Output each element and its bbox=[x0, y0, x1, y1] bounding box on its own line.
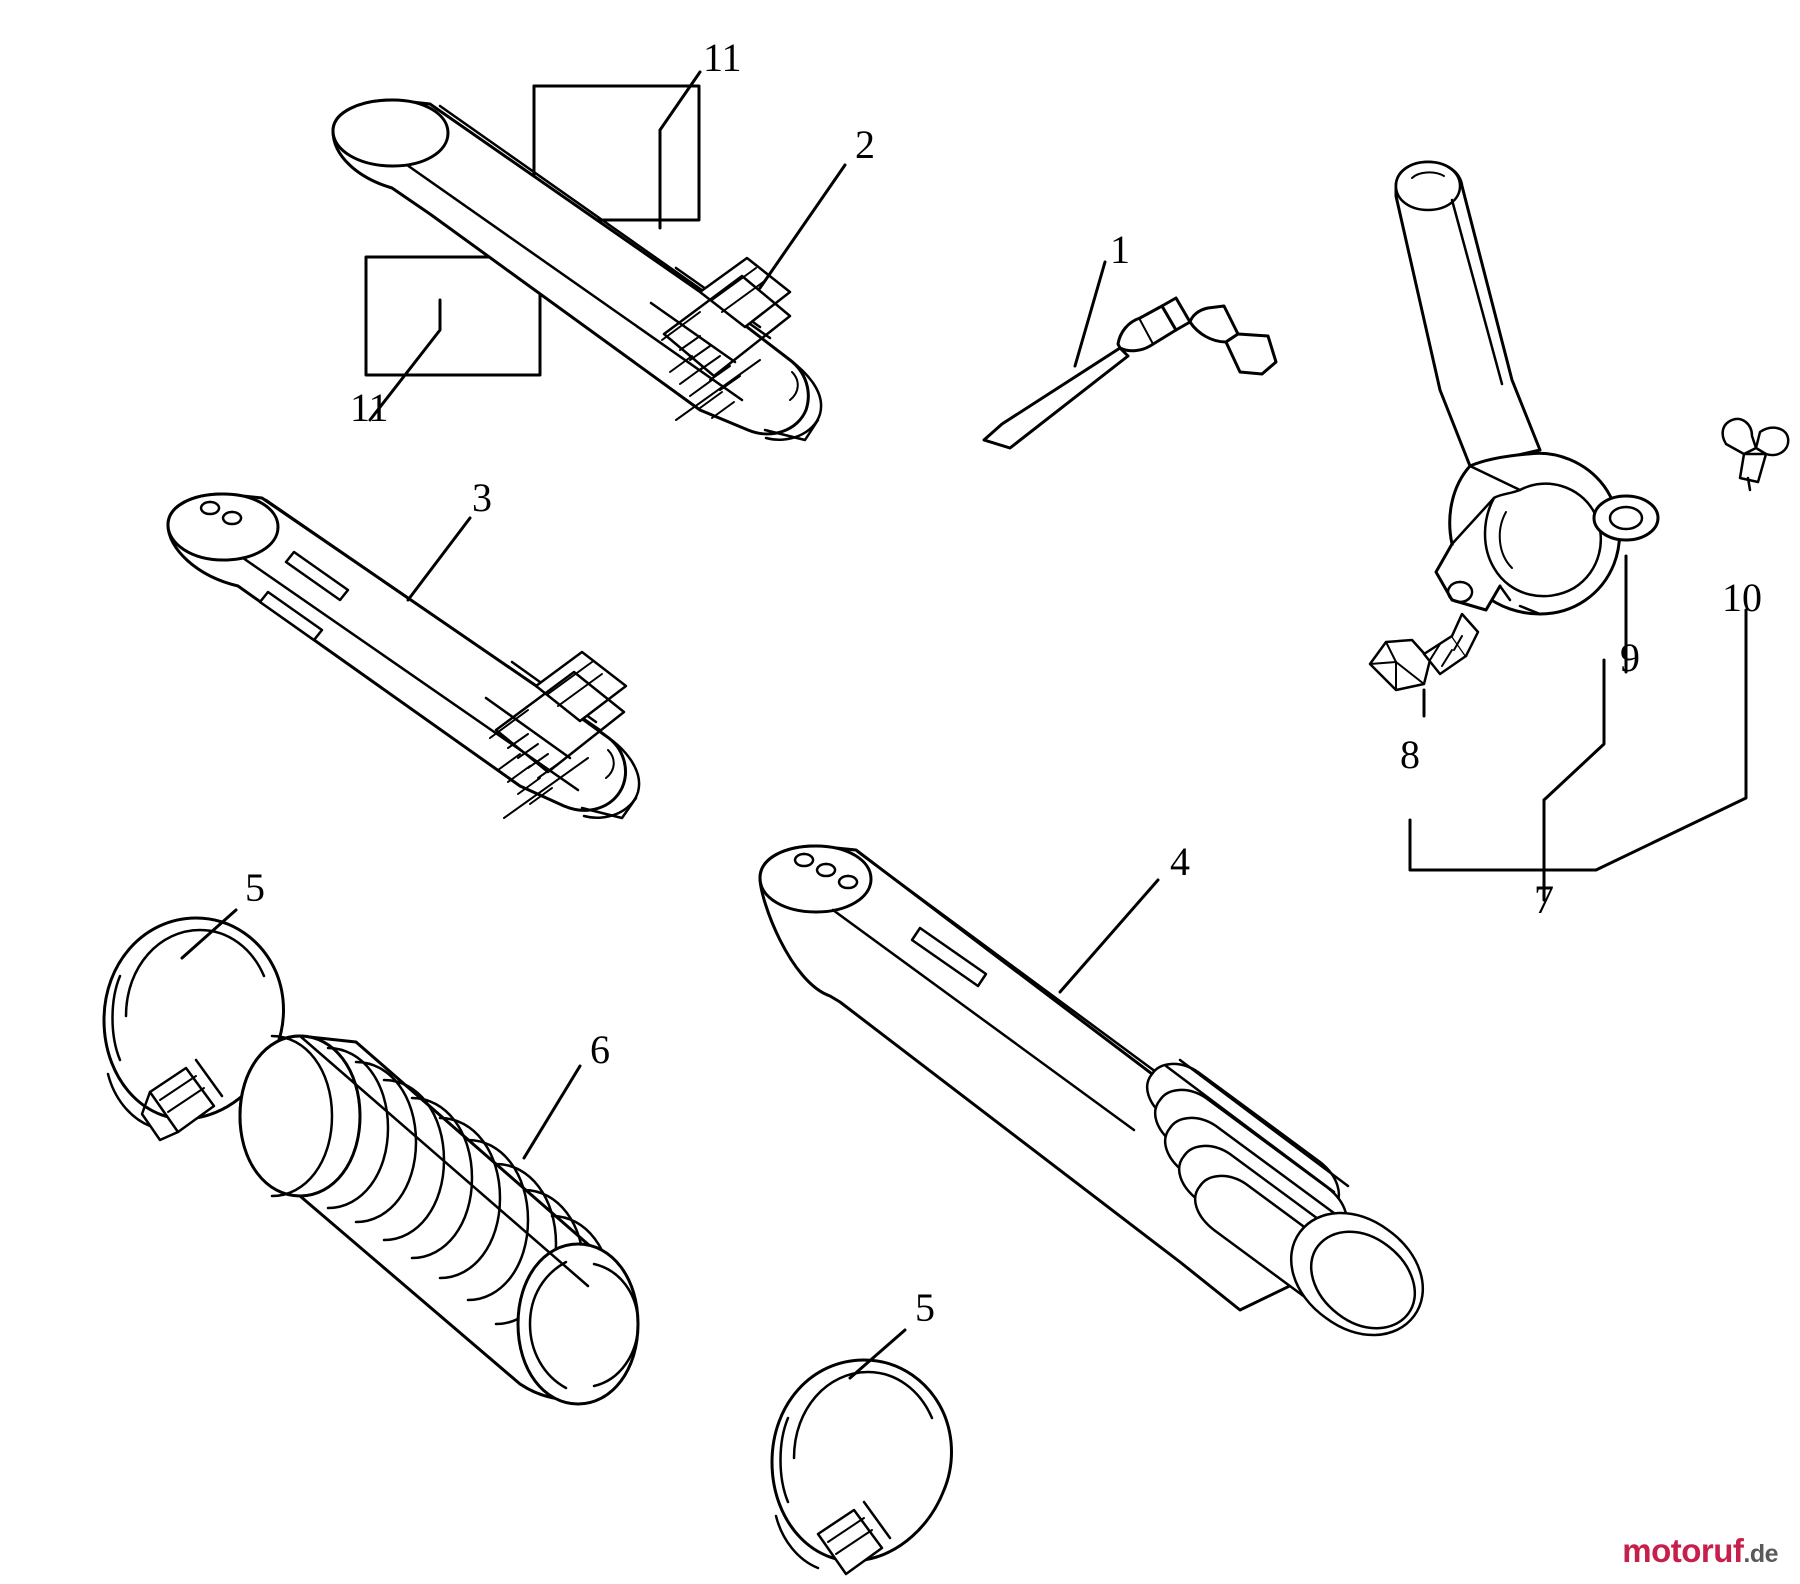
part-6-bellows-hose bbox=[238, 1034, 640, 1406]
callout-8: 8 bbox=[1400, 732, 1420, 777]
callout-5-bottom: 5 bbox=[915, 1285, 935, 1330]
decal-lower bbox=[364, 255, 542, 377]
part-4-lower-tube bbox=[758, 844, 1424, 1337]
callout-10: 10 bbox=[1722, 575, 1762, 620]
part-1-wrench bbox=[982, 296, 1278, 450]
part-8-hex-bolt bbox=[1368, 612, 1480, 692]
callout-3: 3 bbox=[472, 475, 492, 520]
callout-7: 7 bbox=[1534, 877, 1554, 922]
watermark-logo: motoruf.de bbox=[1622, 1532, 1778, 1570]
callout-5-left: 5 bbox=[245, 865, 265, 910]
part-5-clamp-bottom bbox=[770, 1358, 953, 1576]
part-2-upper-tube bbox=[331, 98, 823, 442]
watermark-tld: .de bbox=[1743, 1540, 1778, 1568]
callout-2: 2 bbox=[855, 122, 875, 167]
part-5-clamp-left bbox=[102, 916, 285, 1142]
callout-1: 1 bbox=[1110, 227, 1130, 272]
part-9-washer bbox=[1592, 494, 1660, 542]
watermark-name: motoruf bbox=[1622, 1532, 1744, 1569]
callout-4: 4 bbox=[1170, 839, 1190, 884]
part-3-middle-tube bbox=[166, 492, 641, 820]
callout-9: 9 bbox=[1620, 635, 1640, 680]
callout-11-lower: 11 bbox=[350, 385, 389, 430]
callout-6: 6 bbox=[590, 1027, 610, 1072]
part-7-handle-bracket bbox=[1394, 160, 1621, 616]
callout-11-top: 11 bbox=[703, 35, 742, 80]
part-10-wing-nut bbox=[1721, 417, 1790, 492]
